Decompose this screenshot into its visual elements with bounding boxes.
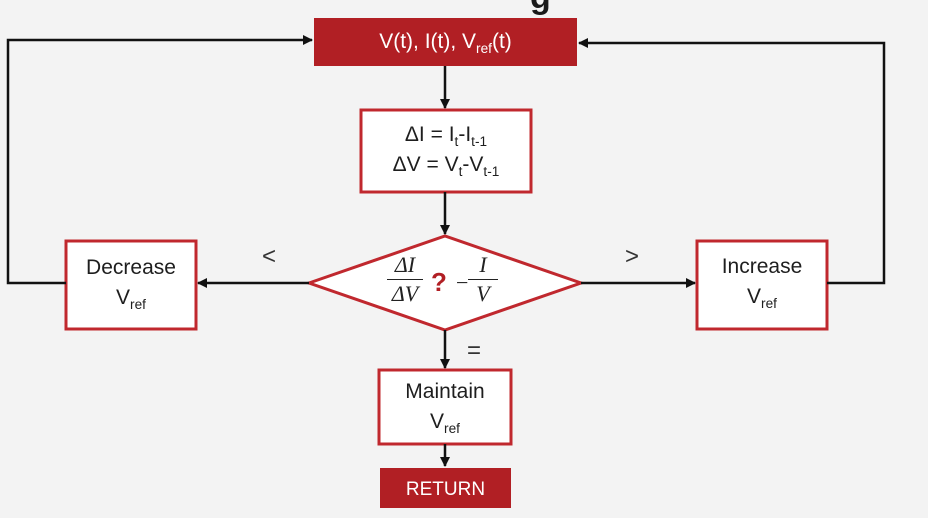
question-mark: ? (431, 267, 447, 297)
title-fragment: g (530, 0, 552, 17)
less-than-label: < (262, 243, 277, 270)
loop-from-decrease (6, 35, 313, 285)
decrease-label: Decrease Vref (86, 256, 176, 313)
loop-from-increase (578, 38, 886, 285)
return-box (380, 468, 511, 508)
fraction-ratio: I V (468, 252, 498, 307)
measure-label: V(t), I(t), Vref(t) (379, 30, 512, 56)
equal-label: = (467, 337, 482, 364)
decrease-box (64, 239, 198, 331)
delta-i-line: ΔI = It-It-1 (404, 123, 488, 149)
increase-label: Increase Vref (721, 255, 803, 312)
deltas-box (359, 108, 533, 194)
measure-box (314, 18, 577, 66)
delta-v-line: ΔV = Vt-Vt-1 (392, 153, 500, 180)
fraction-delta: ΔI ΔV (387, 252, 423, 307)
maintain-label: Maintain Vref (405, 380, 485, 437)
minus-sign: − (456, 270, 469, 295)
return-label: RETURN (405, 479, 486, 500)
greater-than-label: > (625, 243, 640, 270)
deltas-label: ΔI = It-It-1 ΔV = Vt-Vt-1 (361, 122, 531, 179)
increase-box (695, 239, 829, 331)
